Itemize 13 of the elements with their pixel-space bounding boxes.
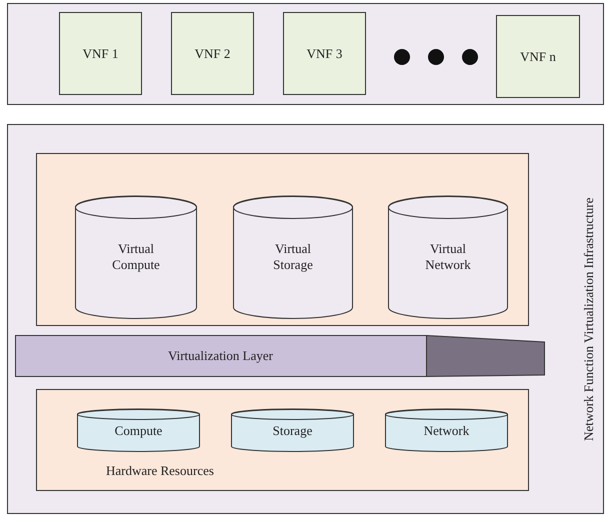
vertical-title: Network Function Virtualization Infrastructure	[580, 196, 597, 443]
node-label: VNF n	[519, 48, 557, 65]
node-label: VNF 1	[82, 46, 120, 62]
cylinder-label: Virtual Storage	[272, 241, 314, 274]
cylinder-label: Virtual Network	[424, 241, 472, 274]
cylinder-label: Virtual Compute	[111, 241, 161, 274]
node-label: VNF 3	[306, 46, 344, 62]
cylinder-label: Storage	[272, 423, 314, 440]
layer-label: Virtualization Layer	[167, 348, 274, 364]
cylinder-label: Network	[422, 423, 470, 440]
cylinder-label: Compute	[114, 423, 164, 440]
panel-label: Hardware Resources	[106, 463, 214, 480]
node-label: VNF 2	[194, 46, 232, 62]
